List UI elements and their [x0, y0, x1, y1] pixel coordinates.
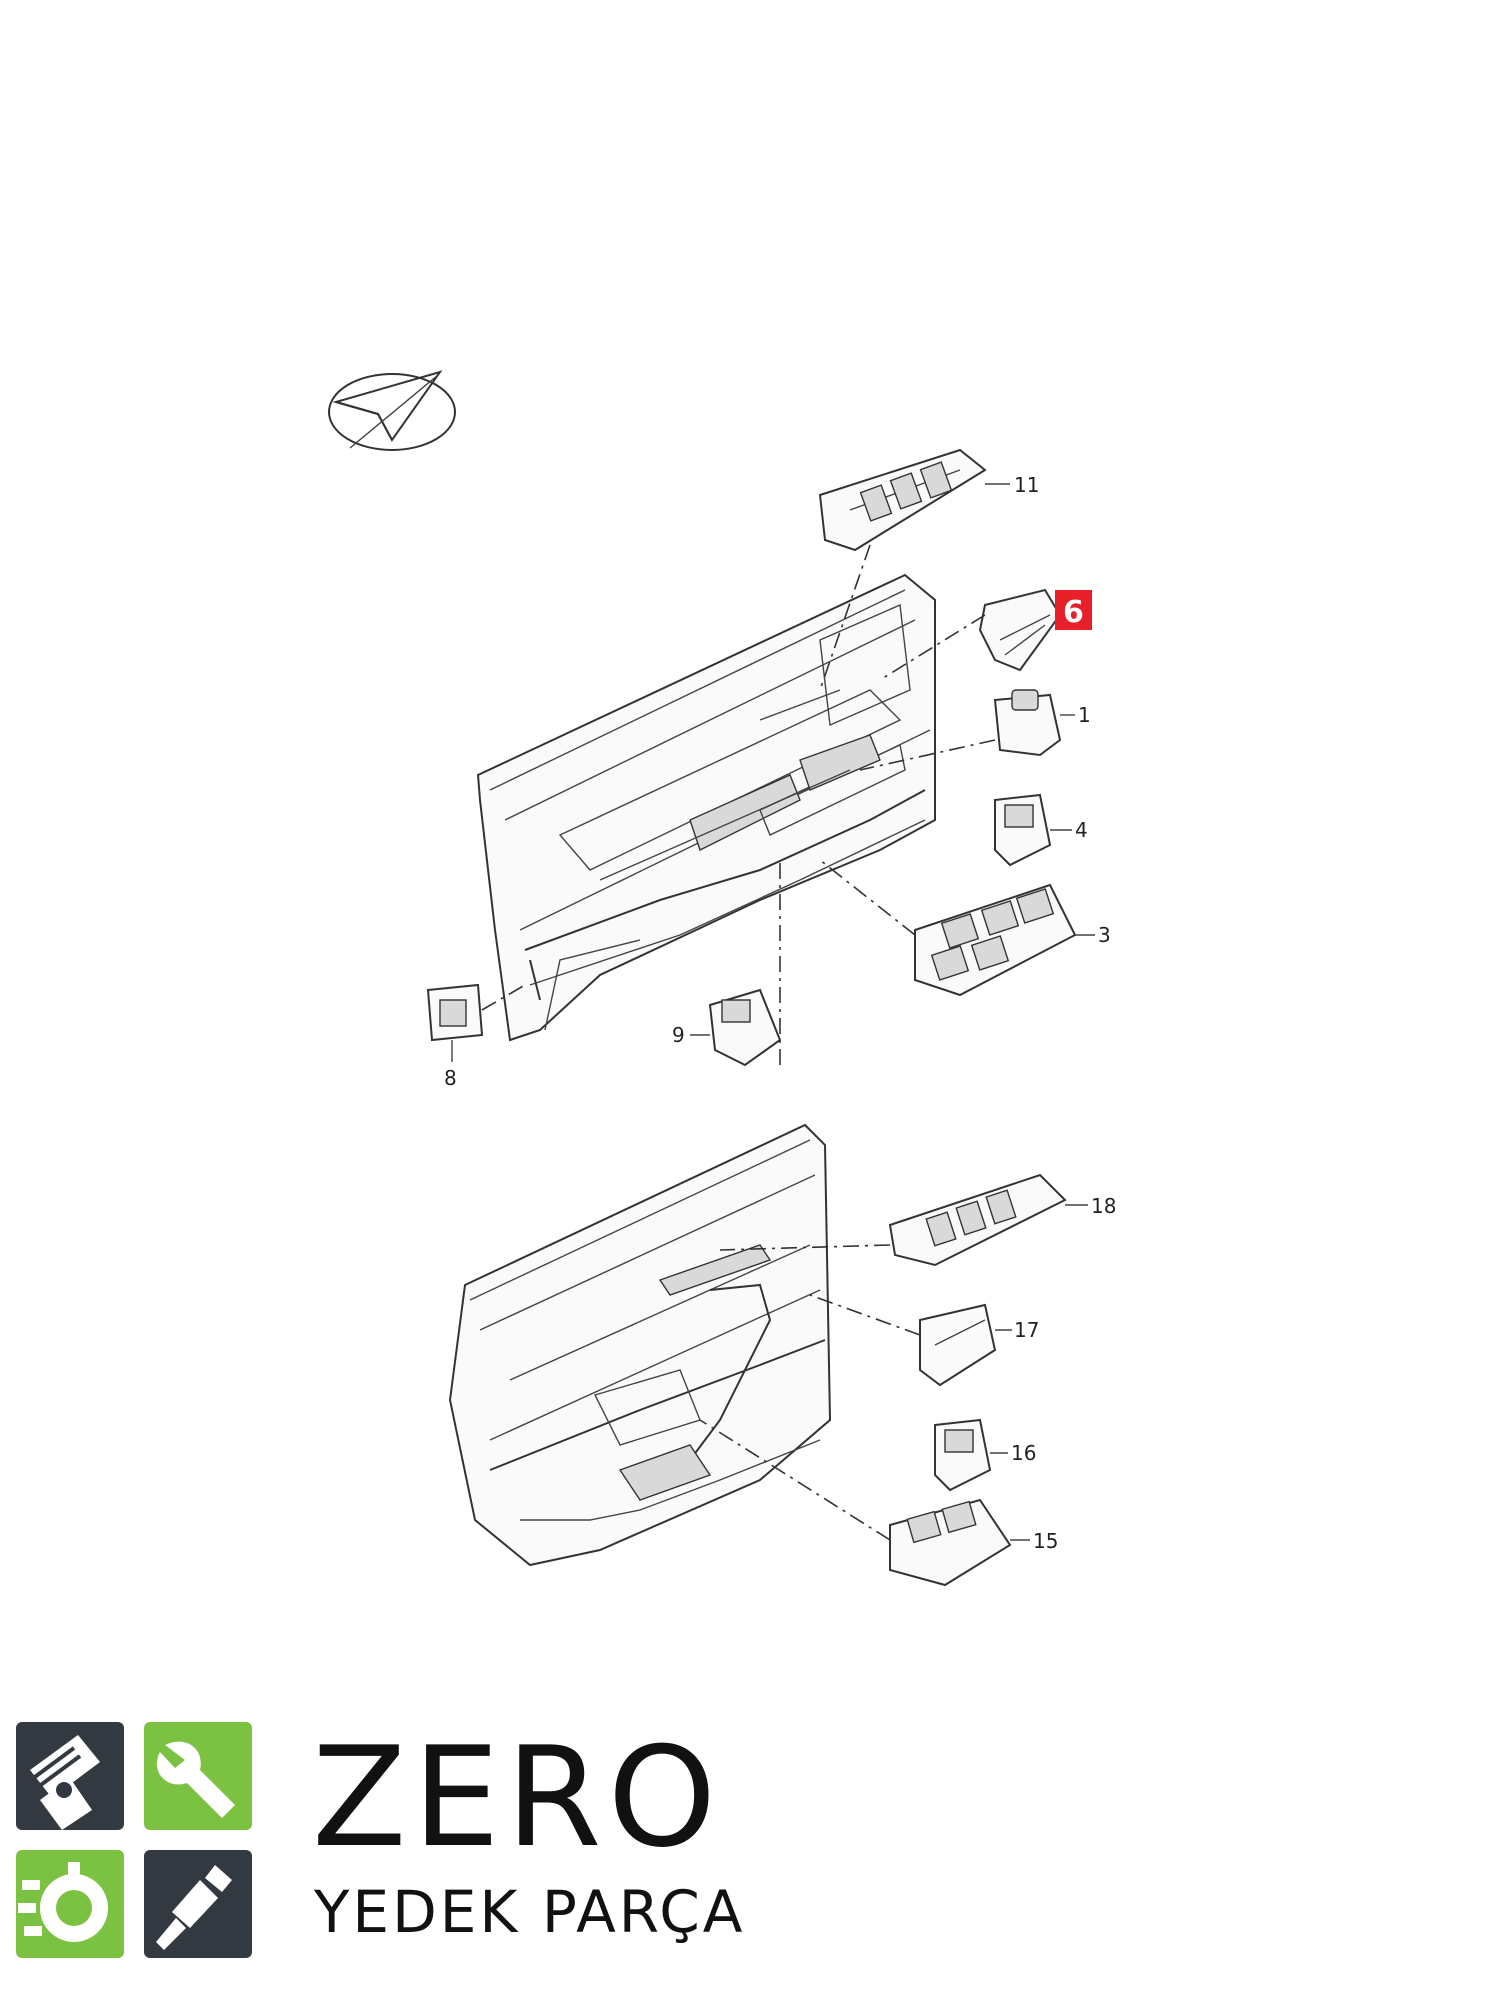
logo-subtitle: YEDEK PARÇA — [313, 1878, 745, 1946]
callout-3: 3 — [1098, 923, 1111, 947]
gear-icon — [18, 1862, 108, 1942]
part-4-window-switch: 4 — [994, 793, 1088, 867]
part-17-window-switch: 17 — [809, 1294, 1039, 1387]
spark-plug-icon — [156, 1865, 232, 1950]
part-9-window-switch: 9 — [672, 860, 782, 1067]
callout-6: 6 — [1063, 595, 1084, 630]
part-6-mirror-switch: 6 — [879, 588, 1092, 681]
part-1-mirror-adjust-switch: 1 — [859, 689, 1091, 771]
piston-icon — [26, 1735, 100, 1830]
part-16-window-switch: 16 — [934, 1418, 1036, 1492]
orientation-symbol — [328, 370, 456, 451]
wrench-icon — [156, 1741, 235, 1818]
part-3-window-switch-block: 3 — [819, 859, 1111, 997]
callout-17: 17 — [1014, 1318, 1039, 1342]
rear-door-panel — [448, 1123, 832, 1567]
callout-18: 18 — [1091, 1194, 1116, 1218]
callout-9: 9 — [672, 1023, 685, 1047]
part-18-switch-trim: 18 — [719, 1173, 1116, 1267]
part-15-window-switch-block: 15 — [699, 1419, 1058, 1587]
callout-8: 8 — [444, 1066, 457, 1090]
highlight-badge — [1055, 590, 1092, 630]
callout-16: 16 — [1011, 1441, 1036, 1465]
part-8-seat-switch: 8 — [426, 983, 526, 1090]
part-11-switch-trim: 11 — [818, 448, 1039, 691]
callout-1: 1 — [1078, 703, 1091, 727]
callout-11: 11 — [1014, 473, 1039, 497]
front-door-panel — [476, 573, 936, 1042]
brand-logo: ZERO YEDEK PARÇA — [16, 1717, 745, 1958]
callout-4: 4 — [1075, 818, 1088, 842]
logo-title: ZERO — [312, 1717, 722, 1878]
callout-15: 15 — [1033, 1529, 1058, 1553]
